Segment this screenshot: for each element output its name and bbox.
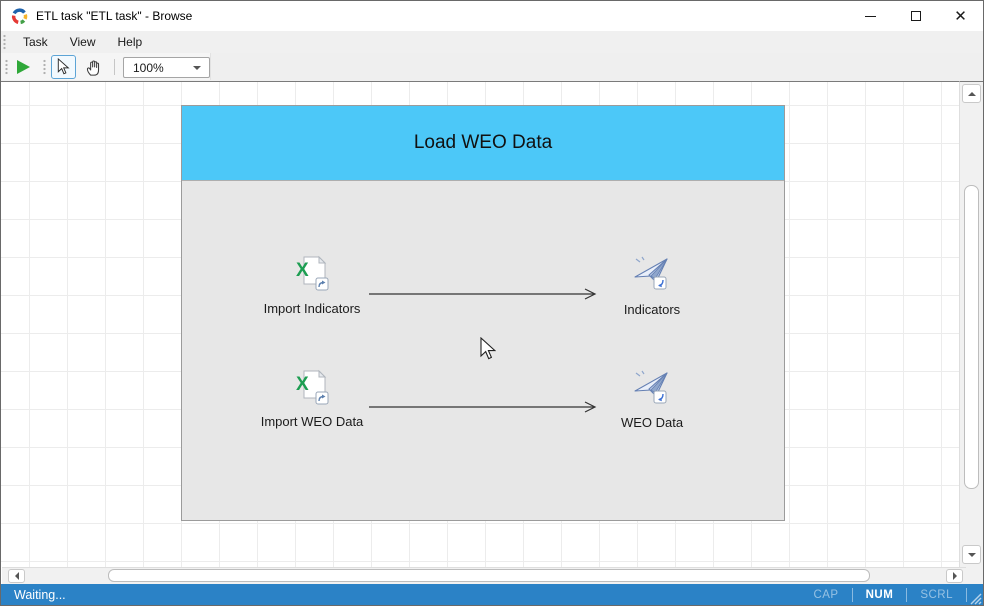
scroll-left-button[interactable] [8,569,25,583]
diagram-title: Load WEO Data [413,132,553,153]
excel-import-icon[interactable]: X [293,255,331,291]
run-button[interactable] [16,59,31,75]
triangle-right-icon [952,572,957,580]
menu-help[interactable]: Help [117,35,143,49]
zoom-select[interactable]: 100% [123,57,210,78]
num-lock-indicator: NUM [865,589,894,601]
window-title: ETL task "ETL task" - Browse [36,9,193,23]
toolbar: 100% [1,53,983,81]
triangle-down-icon [967,552,976,557]
toolbar-grip-icon [3,34,6,50]
caps-lock-indicator: CAP [813,589,839,601]
svg-text:X: X [296,374,309,395]
excel-import-icon[interactable]: X [293,369,331,405]
scroll-down-button[interactable] [962,545,981,564]
maximize-icon [910,11,921,21]
triangle-left-icon [14,572,19,580]
app-logo-icon [11,7,28,24]
node-label[interactable]: Import Indicators [263,301,361,316]
maximize-button[interactable] [893,1,938,31]
menu-view[interactable]: View [69,35,96,49]
connection-arrow[interactable] [367,287,599,301]
chevron-down-icon [193,66,201,70]
horizontal-scrollbar[interactable] [2,567,966,584]
vertical-scrollbar-thumb[interactable] [964,185,979,489]
mouse-cursor-icon [480,337,496,360]
node-label[interactable]: Indicators [623,302,681,317]
status-separator [851,588,853,602]
scrollbar-corner [966,567,983,584]
scroll-right-button[interactable] [946,569,963,583]
diagram-panel: Load WEO Data [181,105,785,521]
status-bar: Waiting... CAP NUM SCRL [1,584,983,605]
pan-tool-button[interactable] [81,55,106,79]
scroll-lock-indicator: SCRL [920,589,953,601]
zoom-value: 100% [133,60,164,75]
close-icon: ✕ [954,7,967,25]
resize-grip-icon[interactable] [968,591,982,605]
title-bar: ETL task "ETL task" - Browse ✕ [1,1,983,31]
triangle-up-icon [967,91,976,96]
menu-task[interactable]: Task [23,35,48,49]
scroll-up-button[interactable] [962,84,981,103]
select-tool-button[interactable] [51,55,76,79]
node-label[interactable]: WEO Data [620,415,684,430]
minimize-button[interactable] [848,1,893,31]
status-message: Waiting... [14,588,66,602]
status-separator [906,588,908,602]
connection-arrow[interactable] [367,400,599,414]
horizontal-scrollbar-thumb[interactable] [108,569,870,582]
close-button[interactable]: ✕ [938,1,983,31]
node-label[interactable]: Import WEO Data [260,414,364,429]
hand-icon [86,59,100,76]
toolbar-grip-icon [5,59,8,75]
vertical-scrollbar[interactable] [959,81,983,567]
cursor-arrow-icon [57,58,70,75]
paper-plane-icon[interactable] [631,255,671,291]
toolbar-separator [114,59,115,75]
diagram-panel-header: Load WEO Data [182,106,784,181]
paper-plane-icon[interactable] [631,369,671,405]
status-separator [966,588,967,602]
toolbar-grip-icon [43,59,46,75]
menu-bar: Task View Help [1,31,983,53]
minimize-icon [865,15,876,17]
svg-text:X: X [296,260,309,281]
